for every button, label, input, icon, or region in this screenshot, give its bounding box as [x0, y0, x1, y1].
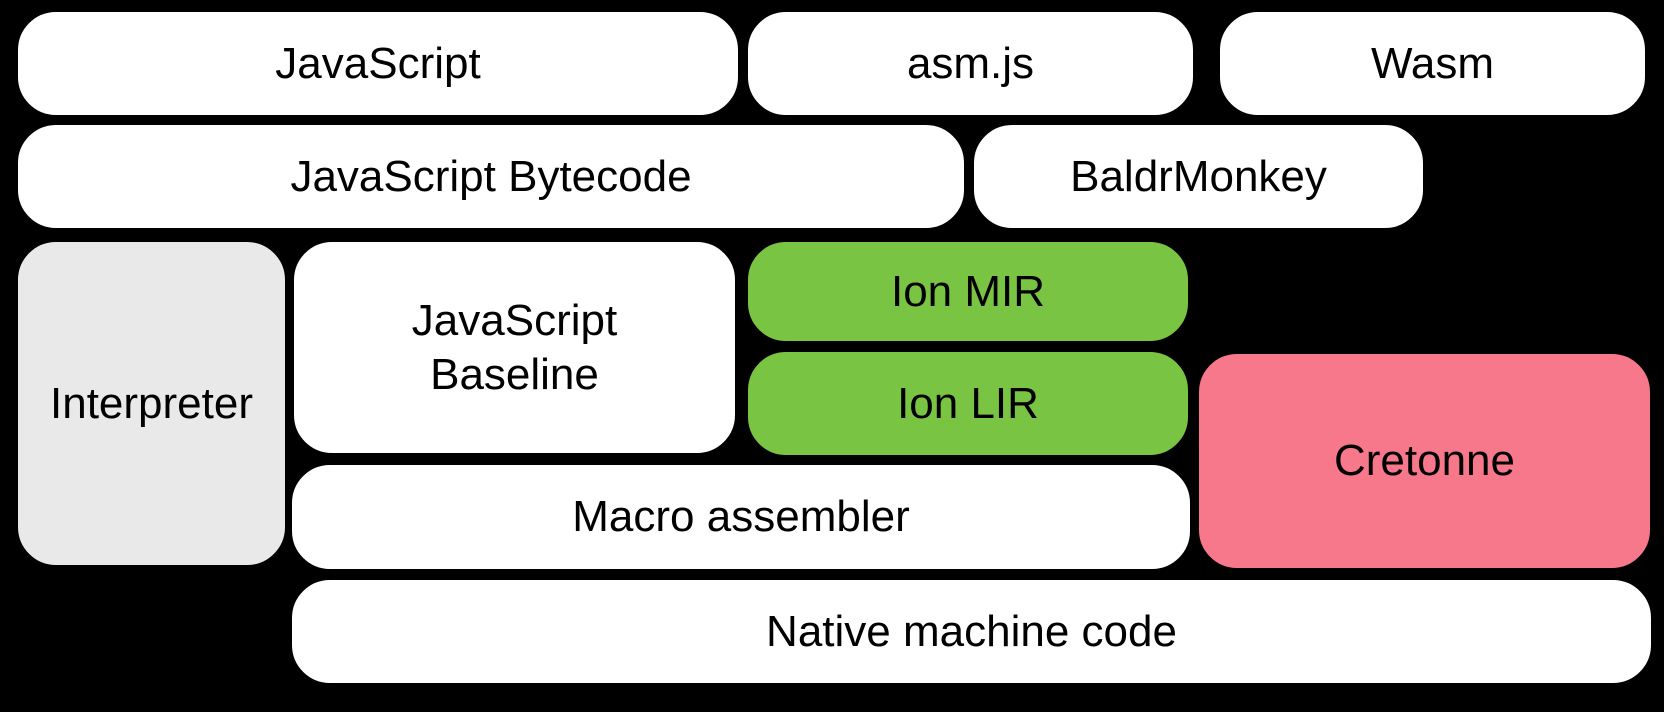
box-javascript-bytecode: JavaScript Bytecode	[16, 123, 966, 230]
box-baldrmonkey: BaldrMonkey	[972, 123, 1425, 230]
box-javascript: JavaScript	[16, 10, 740, 117]
box-asmjs-label: asm.js	[906, 38, 1035, 88]
box-baldrmonkey-label: BaldrMonkey	[1070, 151, 1327, 201]
box-native-machine-code-label: Native machine code	[766, 606, 1177, 656]
box-javascript-baseline: JavaScript Baseline	[292, 240, 737, 455]
box-wasm: Wasm	[1218, 10, 1647, 117]
box-cretonne-label: Cretonne	[1333, 436, 1515, 486]
box-ion-lir-label: Ion LIR	[897, 378, 1039, 428]
box-javascript-baseline-line2: Baseline	[430, 349, 599, 399]
box-javascript-label: JavaScript	[275, 38, 481, 88]
box-macro-assembler-label: Macro assembler	[572, 492, 910, 542]
box-ion-mir: Ion MIR	[746, 240, 1190, 343]
box-native-machine-code: Native machine code	[290, 578, 1653, 685]
box-javascript-baseline-label: JavaScript Baseline	[412, 294, 617, 401]
box-cretonne: Cretonne	[1197, 352, 1652, 570]
box-javascript-baseline-line1: JavaScript	[411, 295, 618, 345]
box-ion-mir-label: Ion MIR	[890, 266, 1046, 316]
box-interpreter: Interpreter	[16, 240, 287, 567]
box-ion-lir: Ion LIR	[746, 350, 1190, 457]
box-javascript-bytecode-label: JavaScript Bytecode	[290, 151, 692, 201]
box-macro-assembler: Macro assembler	[290, 463, 1192, 571]
box-asmjs: asm.js	[746, 10, 1195, 117]
box-interpreter-label: Interpreter	[50, 378, 253, 428]
box-wasm-label: Wasm	[1370, 38, 1495, 88]
